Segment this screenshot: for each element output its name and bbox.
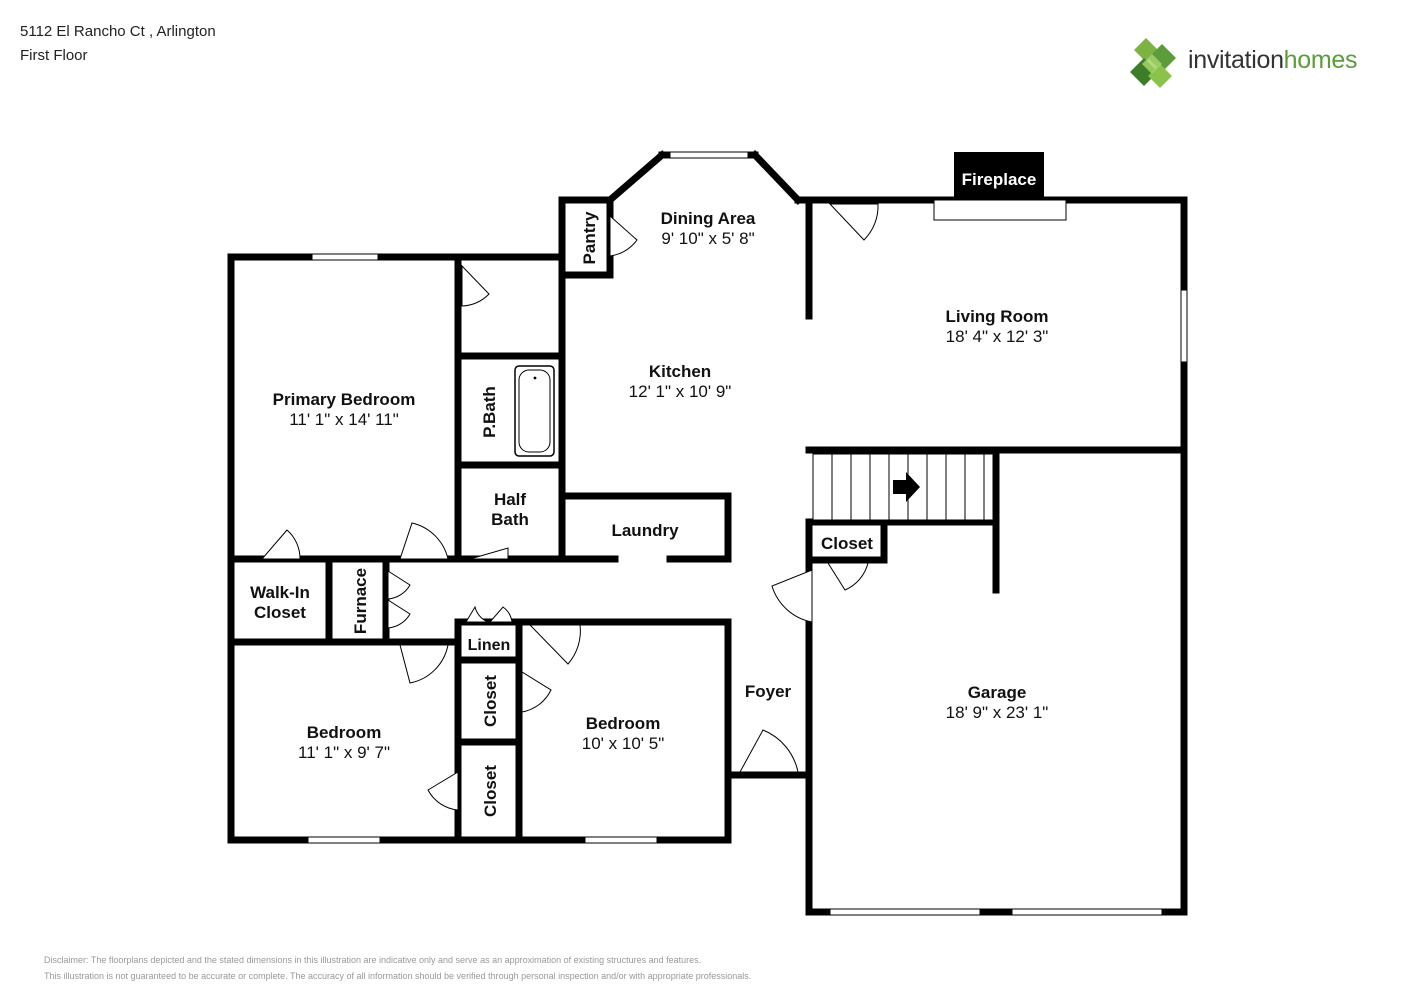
label-walkin-line1: Walk-In bbox=[250, 583, 310, 602]
label-closet-foyer: Closet bbox=[821, 534, 873, 553]
dims-garage: 18' 9" x 23' 1" bbox=[946, 703, 1049, 722]
dims-primary-bedroom: 11' 1" x 14' 11" bbox=[289, 410, 399, 429]
disclaimer-line-2: This illustration is not guaranteed to b… bbox=[44, 971, 752, 981]
brand-name-part2: homes bbox=[1283, 46, 1358, 74]
label-half-bath-line1: Half bbox=[494, 490, 526, 509]
label-bedroom-1: Bedroom bbox=[307, 723, 382, 742]
label-primary-bedroom: Primary Bedroom bbox=[273, 390, 416, 409]
bathtub-inner bbox=[518, 369, 551, 453]
fireplace-block bbox=[954, 152, 1044, 200]
label-garage: Garage bbox=[968, 683, 1027, 702]
dims-kitchen: 12' 1" x 10' 9" bbox=[629, 382, 732, 401]
disclaimer-line-1: Disclaimer: The floorplans depicted and … bbox=[44, 955, 702, 965]
brand-wordmark: invitationhomes bbox=[1188, 46, 1358, 75]
dims-dining: 9' 10" x 5' 8" bbox=[661, 229, 754, 248]
room-labels: Dining Area 9' 10" x 5' 8" Living Room 1… bbox=[250, 170, 1048, 817]
windows bbox=[307, 151, 1188, 916]
label-closet-1: Closet bbox=[481, 675, 500, 727]
doors bbox=[260, 203, 879, 811]
walls bbox=[227, 150, 1188, 916]
property-address: 5112 El Rancho Ct , Arlington bbox=[20, 23, 216, 40]
label-pantry: Pantry bbox=[580, 211, 599, 264]
tub-drain bbox=[533, 376, 537, 380]
label-living: Living Room bbox=[946, 307, 1049, 326]
diamond-cluster-logo-icon bbox=[1130, 38, 1176, 88]
label-furnace: Furnace bbox=[351, 568, 370, 634]
label-pbath: P.Bath bbox=[480, 386, 499, 438]
label-bedroom-2: Bedroom bbox=[586, 714, 661, 733]
dims-bedroom-2: 10' x 10' 5" bbox=[582, 734, 664, 753]
label-laundry: Laundry bbox=[611, 521, 679, 540]
stairs-direction-arrow-icon bbox=[893, 472, 920, 502]
hearth bbox=[933, 199, 1067, 221]
label-linen: Linen bbox=[468, 637, 511, 654]
brand-logo: invitationhomes bbox=[1128, 36, 1388, 92]
floor-title: First Floor bbox=[20, 47, 88, 64]
bathtub bbox=[514, 365, 555, 457]
brand-name-part1: invitation bbox=[1188, 46, 1284, 74]
label-half-bath-line2: Bath bbox=[491, 510, 529, 529]
label-kitchen: Kitchen bbox=[649, 362, 711, 381]
label-walkin-line2: Closet bbox=[254, 603, 306, 622]
dims-living: 18' 4" x 12' 3" bbox=[946, 327, 1049, 346]
label-fireplace: Fireplace bbox=[962, 170, 1037, 189]
label-foyer: Foyer bbox=[745, 682, 792, 701]
label-closet-2: Closet bbox=[481, 765, 500, 817]
label-dining: Dining Area bbox=[661, 209, 756, 228]
dims-bedroom-1: 11' 1" x 9' 7" bbox=[298, 743, 390, 762]
